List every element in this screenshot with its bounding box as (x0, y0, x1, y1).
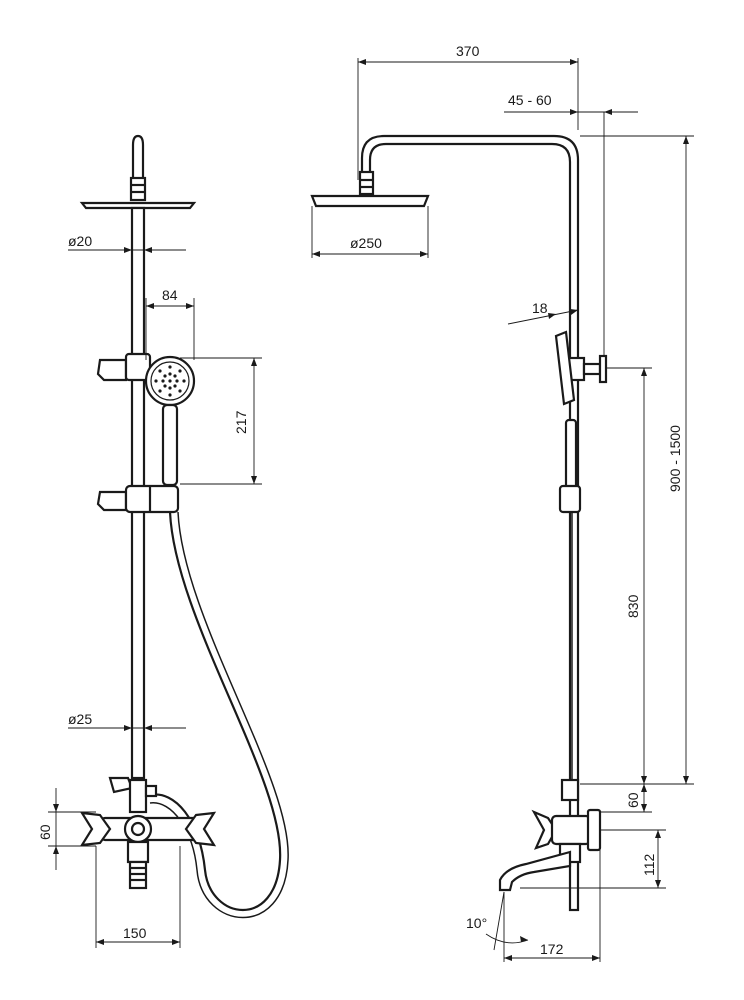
dim-side-projection-45-60: 45 - 60 (504, 92, 638, 356)
dim-label-d900-1500: 900 - 1500 (667, 425, 683, 492)
dim-label-d84: 84 (162, 287, 178, 303)
dim-label-d172: 172 (540, 941, 564, 957)
side-hand-shower-holder (558, 484, 582, 514)
dim-label-d112: 112 (641, 853, 657, 876)
side-overhead-arm-inner (360, 134, 580, 360)
side-hand-shower-handle (564, 418, 578, 492)
front-shower-hose-outer (149, 511, 289, 919)
dim-side-diameter-250: ø250 (311, 206, 429, 258)
dim-front-diameter-20: ø20 (68, 233, 186, 253)
dim-front-diameter-25: ø25 (68, 711, 186, 731)
dim-label-d217: 217 (233, 410, 249, 434)
dim-front-height-217: 217 (180, 357, 262, 485)
front-hand-shower-head (144, 355, 196, 407)
front-top-arm (131, 134, 145, 178)
side-view: 370 45 - 60 ø250 18 (310, 43, 694, 962)
dim-side-width-370: 370 (357, 43, 579, 180)
dim-label-d250: ø250 (350, 235, 382, 251)
side-mixer-body (531, 778, 602, 864)
dim-side-height-112: 112 (520, 829, 666, 889)
dim-label-d830: 830 (625, 594, 641, 618)
dim-side-18: 18 (507, 300, 579, 325)
dim-side-height-900-1500: 900 - 1500 (580, 135, 694, 785)
dim-label-d10: 10° (466, 915, 487, 931)
front-hand-shower-handle (161, 403, 179, 487)
dim-side-height-830: 830 (606, 367, 652, 784)
dim-label-d20: ø20 (68, 233, 92, 249)
dim-front-height-60: 60 (37, 788, 96, 870)
front-upper-slider-bracket (96, 352, 152, 382)
front-rain-showerhead (79, 201, 197, 210)
front-shower-hose (149, 511, 282, 912)
dim-side-width-172: 172 (503, 850, 601, 962)
side-connector-nut (358, 170, 375, 196)
front-mixer-body (79, 776, 217, 890)
dim-front-width-84: 84 (145, 287, 195, 360)
front-hand-shower-holder (96, 484, 180, 514)
dim-label-d45-60: 45 - 60 (508, 92, 552, 108)
dim-front-width-150: 150 (95, 846, 181, 948)
dim-side-angle-10: 10° (466, 891, 529, 951)
dim-side-height-60: 60 (600, 784, 652, 813)
dim-label-d60-left: 60 (37, 824, 53, 840)
front-view: ø20 84 217 ø25 (37, 134, 289, 948)
side-overhead-arm-outer (368, 142, 572, 360)
dim-label-d370: 370 (456, 43, 480, 59)
side-bath-spout (498, 850, 572, 892)
front-connector-nut (129, 176, 147, 202)
dim-label-d18: 18 (532, 300, 548, 316)
dim-label-d25: ø25 (68, 711, 92, 727)
dim-label-d60-right: 60 (625, 792, 641, 808)
dim-label-d150: 150 (123, 925, 147, 941)
side-hand-shower-head (554, 330, 576, 406)
side-rain-showerhead (310, 194, 430, 208)
